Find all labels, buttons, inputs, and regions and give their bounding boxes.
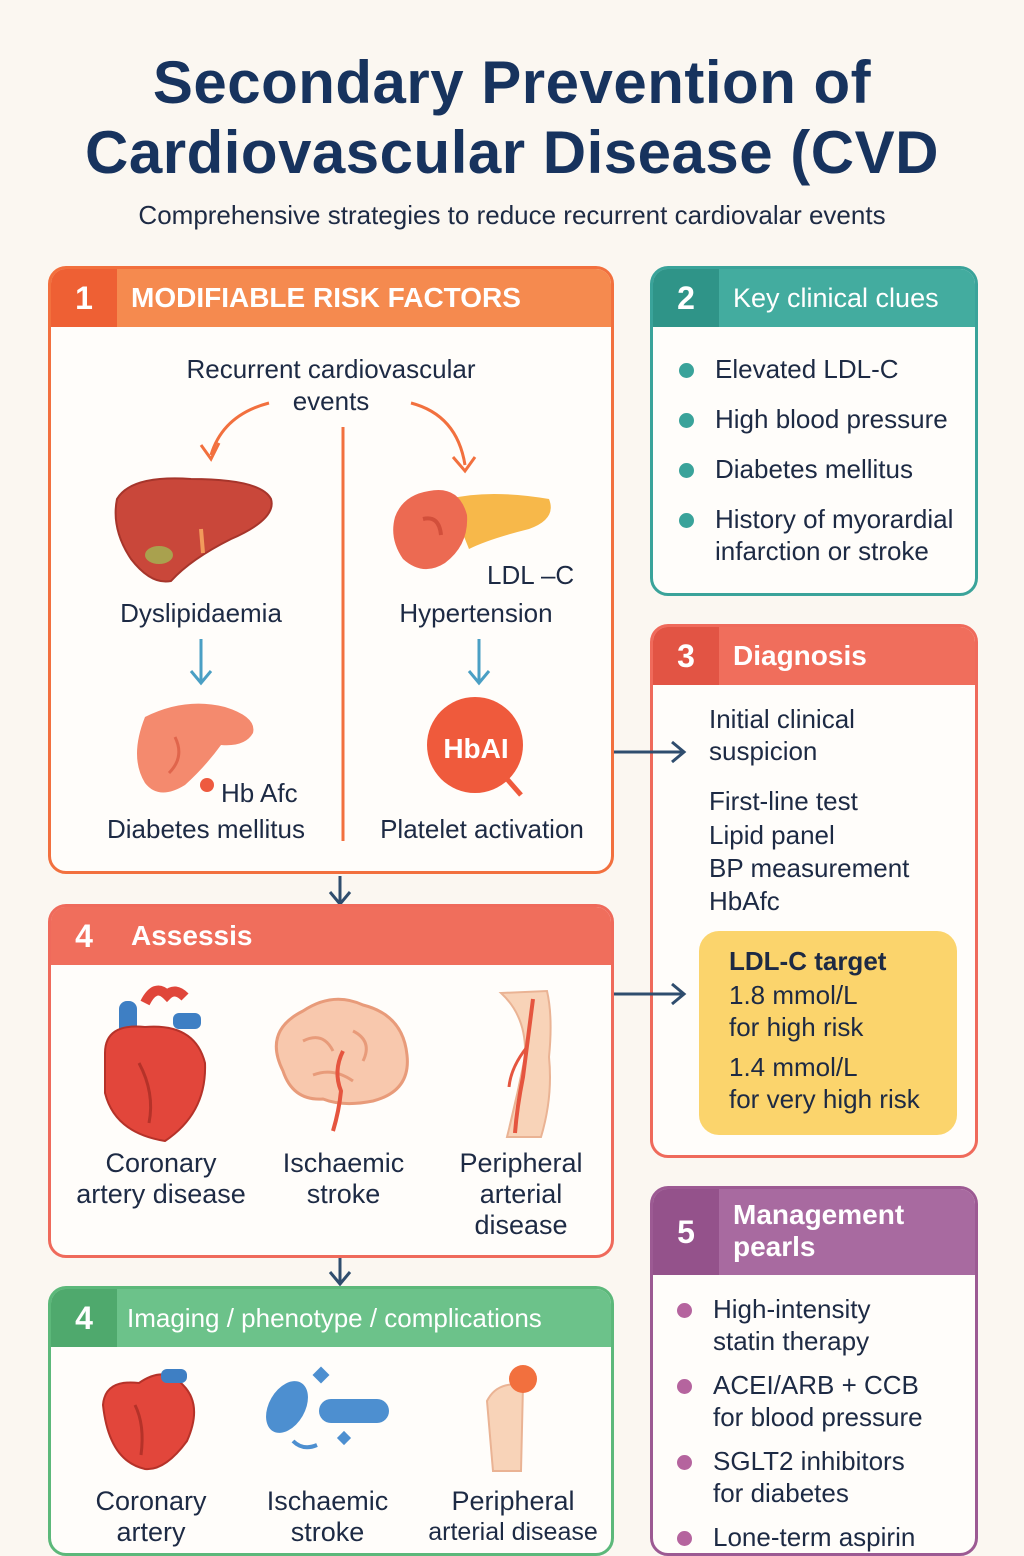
- section-imaging: 4 Imaging / phenotype / complications Co…: [48, 1286, 614, 1556]
- suspicion-line1: Initial clinical: [709, 704, 855, 734]
- section-header: 4 Imaging / phenotype / complications: [51, 1289, 611, 1347]
- clues-list: Elevated LDL-C High blood pressure Diabe…: [679, 353, 969, 567]
- list-item: History of myorardial infarction or stro…: [679, 503, 969, 567]
- ldl-target-box: LDL-C target 1.8 mmol/L for high risk 1.…: [699, 931, 957, 1135]
- imaging-stroke-line2: stroke: [290, 1517, 365, 1547]
- section-title: Diagnosis: [733, 640, 867, 671]
- leg-artery-icon: [498, 989, 552, 1138]
- joint-icon: [485, 1365, 537, 1472]
- section-title-line1: Management: [733, 1199, 905, 1230]
- assess-stroke-line1: Ischaemic: [282, 1148, 405, 1178]
- ldl-label: LDL –C: [487, 560, 575, 590]
- section-number: 5: [653, 1189, 719, 1275]
- section-number: 1: [51, 269, 117, 327]
- hypertension-label: Hypertension: [399, 598, 553, 628]
- list-item: Diabetes mellitus: [679, 453, 969, 485]
- section-number: 3: [653, 627, 719, 685]
- platelet-label: Platelet activation: [380, 814, 584, 844]
- hba-label: Hb Afc: [221, 778, 298, 808]
- arrows-and-divider: [189, 401, 491, 841]
- recurrent-events-line2: events: [292, 386, 370, 416]
- section-clinical-clues: 2 Key clinical clues Elevated LDL-C High…: [650, 266, 978, 596]
- test-bp: BP measurement: [709, 853, 910, 883]
- section-title-line2: pearls: [733, 1231, 816, 1262]
- test-hba: HbAfc: [709, 886, 780, 916]
- section-title: Imaging / phenotype / complications: [127, 1302, 542, 1333]
- test-first-line: First-line test: [709, 786, 858, 816]
- suspicion-line2: suspicion: [709, 736, 818, 766]
- list-item: Elevated LDL-C: [679, 353, 969, 385]
- section-header: 5 Management pearls: [653, 1189, 975, 1275]
- list-item: High blood pressure: [679, 403, 969, 435]
- imaging-coronary-line2: artery: [116, 1517, 186, 1547]
- organ-icon: [137, 703, 254, 793]
- test-lipid-panel: Lipid panel: [709, 820, 835, 850]
- assess-coronary-line2: artery disease: [76, 1179, 246, 1209]
- assess-coronary-line1: Coronary: [105, 1148, 217, 1178]
- section-title: Key clinical clues: [733, 282, 939, 313]
- section-header: 4 Assessis: [51, 907, 611, 965]
- imaging-pad-line2: arterial disease: [428, 1518, 598, 1546]
- imaging-stroke-line1: Ischaemic: [266, 1486, 389, 1516]
- section-number: 4: [51, 1289, 117, 1347]
- assess-pad-line3: disease: [474, 1210, 568, 1240]
- section-risk-factors: 1 MODIFIABLE RISK FACTORS Recurrent card…: [48, 266, 614, 874]
- clot-icon: [266, 1366, 389, 1450]
- section-number: 2: [653, 269, 719, 327]
- pancreas-icon: [393, 490, 551, 570]
- section-diagnosis: 3 Diagnosis Initial clinical suspicion F…: [650, 624, 978, 1158]
- page-subtitle: Comprehensive strategies to reduce recur…: [138, 200, 886, 230]
- section-number: 4: [51, 907, 117, 965]
- section-assessment: 4 Assessis Coronary artery disease Ischa…: [48, 904, 614, 1258]
- hb-icon: [427, 697, 523, 797]
- section-title: MODIFIABLE RISK FACTORS: [131, 282, 521, 313]
- target-value-high: 1.8 mmol/L: [729, 980, 858, 1010]
- recurrent-events-line1: Recurrent cardiovascular: [186, 354, 476, 384]
- imaging-pad-line1: Peripheral: [451, 1486, 575, 1516]
- section-title: Assessis: [131, 920, 253, 951]
- target-title: LDL-C target: [729, 946, 887, 976]
- assess-stroke-line2: stroke: [306, 1179, 381, 1209]
- imaging-coronary-line1: Coronary: [95, 1486, 207, 1516]
- target-value-very-high: 1.4 mmol/L: [729, 1052, 858, 1082]
- hb-circle-label: HbAI: [443, 733, 509, 764]
- section-header: 1 MODIFIABLE RISK FACTORS: [51, 269, 611, 327]
- list-item: Lone-term aspirin: [677, 1521, 967, 1553]
- assess-pad-line2: arterial: [479, 1179, 563, 1209]
- liver-icon: [114, 477, 273, 583]
- target-desc-high: for high risk: [729, 1012, 864, 1042]
- target-desc-very-high: for very high risk: [729, 1084, 920, 1114]
- page-title-line1: Secondary Prevention of: [152, 49, 872, 116]
- dyslipidaemia-label: Dyslipidaemia: [120, 598, 282, 628]
- section-header: 3 Diagnosis: [653, 627, 975, 685]
- page-title-line2: Cardiovascular Disease (CVD: [85, 119, 939, 186]
- section-header: 2 Key clinical clues: [653, 269, 975, 327]
- heart-icon: [101, 1369, 195, 1471]
- diabetes-label: Diabetes mellitus: [107, 814, 305, 844]
- brain-icon: [274, 997, 409, 1132]
- heart-icon: [104, 985, 207, 1143]
- assess-pad-line1: Peripheral: [459, 1148, 583, 1178]
